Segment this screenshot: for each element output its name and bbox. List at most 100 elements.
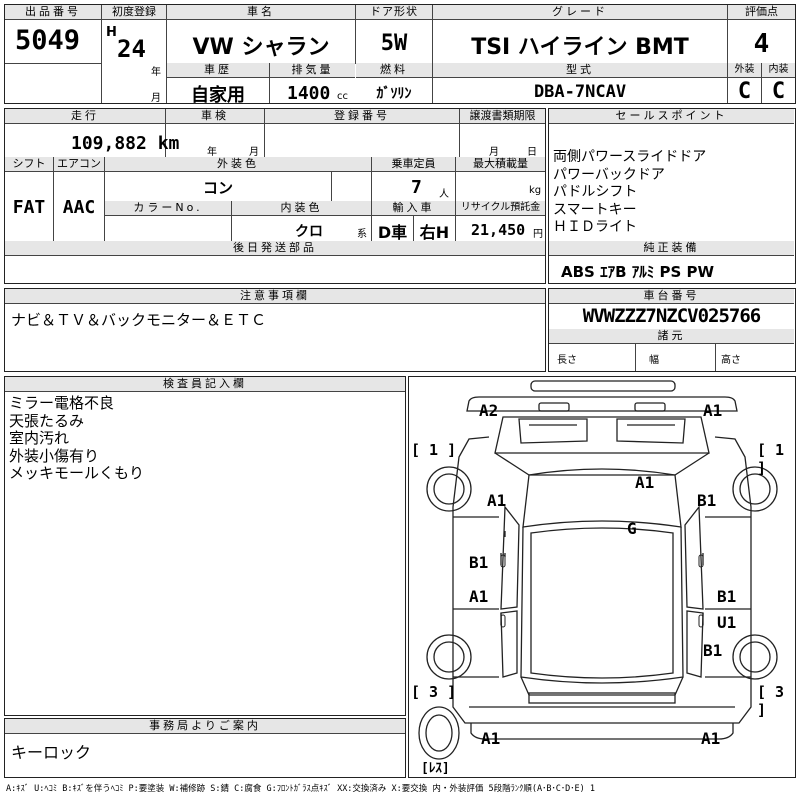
era: H	[106, 25, 117, 40]
sales-item: パドルシフト	[553, 184, 638, 200]
capacity-label: 乗車定員	[372, 157, 455, 172]
car-name: VW シャラン	[192, 35, 330, 60]
ac-label: エアコン	[54, 157, 104, 172]
recycle-label: リサイクル預託金	[456, 201, 545, 216]
sales-item: スマートキー	[553, 201, 637, 218]
model-value: DBA-7NCAV	[533, 82, 627, 102]
color-value: コン	[202, 179, 233, 197]
specs-label: 諸元	[549, 329, 794, 344]
interior-color-label: 内装色	[232, 201, 371, 216]
height-label: 高さ	[721, 355, 741, 366]
inspector-label: 検査員記入欄	[5, 377, 405, 392]
mileage-label: 走行	[5, 109, 165, 124]
chassis-label: 車台番号	[549, 289, 794, 304]
tire-rr: [ 3 ]	[757, 683, 785, 719]
shift-value: FAT	[12, 197, 46, 218]
chassis-box: 車台番号 WVWZZZ7NZCV025766 諸元 長さ 幅 高さ	[548, 288, 796, 372]
insp-month-unit: 月	[249, 147, 259, 158]
car-outline	[418, 380, 778, 760]
interior-color-unit: 系	[357, 229, 367, 240]
inspector-line: 外装小傷有り	[9, 446, 100, 465]
sales-list: 両側パワースライドドア パワーバックドア パドルシフト スマートキー ＨＩＤライ…	[553, 149, 706, 237]
ac-value: AAC	[62, 197, 96, 218]
office-box: 事務局よりご案内 キーロック	[4, 718, 406, 778]
inspection-label: 車検	[166, 109, 264, 124]
length-label: 長さ	[557, 355, 577, 366]
handle-value: 右H	[419, 223, 450, 242]
office-label: 事務局よりご案内	[5, 719, 405, 734]
color-label: 外装色	[105, 157, 371, 172]
chassis-value: WVWZZZ7NZCV025766	[582, 305, 761, 327]
mark-roof-a1: A1	[635, 473, 655, 492]
mark-left-rear-door: A1	[469, 587, 489, 606]
inspector-box: 検査員記入欄 ミラー電格不良 天張たるみ 室内汚れ 外装小傷有り メッキモールく…	[4, 376, 406, 716]
lot-number: 5049	[15, 25, 81, 56]
sales-box: セールスポイント 両側パワースライドドア パワーバックドア パドルシフト スマー…	[548, 108, 796, 284]
later-parts-label: 後日発送部品	[5, 241, 545, 256]
sales-label: セールスポイント	[549, 109, 794, 124]
inspector-lines: ミラー電格不良 天張たるみ 室内汚れ 外装小傷有り メッキモールくもり	[9, 394, 145, 483]
history-value: 自家用	[191, 85, 245, 106]
interior-color-value: クロ	[295, 224, 323, 240]
door-value: 5W	[380, 31, 408, 56]
inspector-line: 室内汚れ	[9, 429, 70, 447]
displacement-value: 1400	[287, 83, 331, 104]
transfer-day: 日	[527, 147, 537, 158]
transfer-month: 月	[489, 147, 499, 158]
details-box: 走行 109,882 km 車検 年 月 登録番号 譲渡書類期限 月 日 シフト…	[4, 108, 546, 284]
displacement-unit: cc	[337, 91, 348, 102]
mark-left-fender: A1	[487, 491, 507, 510]
import-label: 輸入車	[372, 201, 455, 216]
equipment-label: 純正装備	[549, 241, 794, 256]
history-label: 車歴	[167, 63, 269, 78]
tire-fl: [ 1 ]	[411, 441, 457, 459]
reg-label: 初度登録	[102, 5, 166, 20]
equipment-value: ABS ｴｱB ｱﾙﾐ PS PW	[561, 263, 715, 281]
notes-value: ナビ＆ＴＶ＆バックモニター＆ＥＴＣ	[11, 311, 267, 329]
load-unit: kg	[529, 185, 542, 196]
office-value: キーロック	[11, 743, 92, 762]
load-label: 最大積載量	[456, 157, 545, 172]
inspector-line: 天張たるみ	[9, 411, 85, 430]
score-label: 評価点	[728, 5, 795, 20]
capacity-value: 7	[411, 177, 422, 198]
year-unit: 年	[151, 67, 161, 78]
sales-item: ＨＩＤライト	[553, 219, 637, 235]
tire-rl: [ 3 ]	[411, 683, 457, 701]
lot-label: 出品番号	[5, 5, 101, 20]
insp-year-unit: 年	[207, 147, 217, 158]
fuel-value: ｶﾞｿﾘﾝ	[376, 86, 412, 102]
notes-box: 注意事項欄 ナビ＆ＴＶ＆バックモニター＆ＥＴＣ	[4, 288, 546, 372]
tire-fr: [ 1 ]	[757, 441, 785, 477]
exterior-value: C	[737, 79, 752, 104]
mark-right-door-b1: B1	[717, 587, 737, 606]
mark-roof-g: G	[627, 519, 637, 538]
spare-tire: [ﾚｽ]	[421, 761, 450, 776]
sales-item: パワーバックドア	[553, 166, 665, 183]
capacity-unit: 人	[439, 189, 449, 200]
mark-front-right: A1	[703, 401, 723, 420]
mark-right-rear: B1	[703, 641, 723, 660]
fuel-label: 燃料	[356, 63, 432, 78]
inspector-line: ミラー電格不良	[9, 394, 115, 412]
width-label: 幅	[649, 355, 659, 366]
notes-label: 注意事項欄	[5, 289, 545, 304]
inspector-line: メッキモールくもり	[9, 464, 145, 482]
color-no-label: カラーNo.	[105, 201, 231, 216]
reg-year: 24	[117, 35, 146, 63]
car-diagram: A2 A1 [ 1 ] [ 1 ] A1 A1 B1 G B1 A1 B1 U1…	[408, 376, 796, 778]
interior-value: C	[771, 79, 786, 104]
mark-rear-left: A1	[481, 729, 501, 748]
legend: A:ｷｽﾞ U:ﾍｺﾐ B:ｷｽﾞを伴うﾍｺﾐ P:要塗装 W:補修跡 S:錆 …	[6, 784, 595, 794]
door-label: ドア形状	[356, 5, 432, 20]
recycle-unit: 円	[533, 229, 543, 240]
transfer-label: 譲渡書類期限	[460, 109, 545, 124]
import-value: D車	[377, 223, 408, 242]
shift-label: シフト	[5, 157, 53, 172]
month-unit: 月	[151, 93, 161, 104]
grade-value: TSI ハイライン BMT	[471, 35, 689, 60]
mark-left-front-door: B1	[469, 553, 489, 572]
mark-right-door-u1: U1	[717, 613, 737, 632]
interior-label: 内装	[762, 63, 795, 78]
displacement-label: 排気量	[270, 63, 355, 78]
